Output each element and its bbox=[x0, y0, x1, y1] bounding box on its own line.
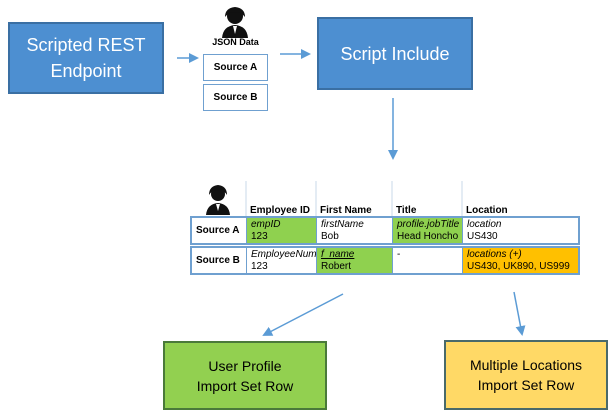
multi-locations-line-1: Multiple Locations bbox=[469, 357, 583, 373]
header-first-name: First Name bbox=[320, 205, 372, 216]
cell-a-title: profile.jobTitle Head Honcho bbox=[392, 218, 462, 243]
json-source-a: Source A bbox=[203, 54, 268, 81]
scripted-rest-endpoint-box: Scripted REST Endpoint bbox=[8, 22, 164, 94]
rest-endpoint-label: Scripted REST Endpoint bbox=[26, 35, 146, 81]
row-label-source-b: Source B bbox=[196, 255, 240, 266]
field-value: Head Honcho bbox=[397, 231, 459, 242]
cell-b-title: - bbox=[392, 248, 462, 273]
table-row-source-a bbox=[190, 216, 580, 245]
user-profile-line-1: User Profile bbox=[208, 357, 282, 374]
script-include-box: Script Include bbox=[317, 17, 473, 90]
user-profile-line-2: Import Set Row bbox=[196, 377, 294, 394]
table-row-source-b bbox=[190, 246, 580, 275]
script-include-label: Script Include bbox=[340, 43, 450, 64]
field-name: empID bbox=[251, 219, 281, 230]
field-value: 123 bbox=[251, 261, 268, 272]
field-name: firstName bbox=[321, 219, 364, 230]
cell-b-location: locations (+) US430, UK890, US999 bbox=[462, 248, 578, 273]
arrow-table-to-user-profile bbox=[262, 293, 344, 336]
cell-b-employee-id: EmployeeNum 123 bbox=[246, 248, 317, 273]
cell-b-first-name: f_name Robert bbox=[316, 248, 392, 273]
arrow-table-to-multi-locations bbox=[513, 291, 526, 336]
cell-a-employee-id: empID 123 bbox=[246, 218, 316, 243]
field-value: US430 bbox=[467, 231, 498, 242]
field-value: Robert bbox=[321, 261, 352, 272]
header-title: Title bbox=[396, 205, 417, 216]
field-name: f_name bbox=[321, 249, 355, 260]
multi-locations-line-2: Import Set Row bbox=[477, 377, 575, 393]
employee-mapping-table: Employee ID First Name Title Location So… bbox=[190, 181, 580, 281]
field-name: - bbox=[397, 249, 401, 260]
field-value: Bob bbox=[321, 231, 339, 242]
field-name: locations (+) bbox=[467, 249, 522, 260]
table-grid bbox=[245, 181, 463, 216]
header-location: Location bbox=[466, 205, 508, 216]
json-source-b: Source B bbox=[203, 84, 268, 111]
person-icon bbox=[222, 7, 248, 38]
field-value: 123 bbox=[251, 231, 268, 242]
cell-a-first-name: firstName Bob bbox=[316, 218, 392, 243]
field-name: EmployeeNum bbox=[251, 249, 317, 260]
user-profile-import-box: User Profile Import Set Row bbox=[163, 341, 327, 410]
cell-a-location: location US430 bbox=[462, 218, 578, 243]
field-name: location bbox=[467, 219, 502, 230]
person-icon bbox=[206, 185, 230, 215]
json-data-card: JSON Data Source A Source B bbox=[203, 4, 268, 111]
field-name: profile.jobTitle bbox=[397, 219, 460, 230]
header-employee-id: Employee ID bbox=[250, 205, 311, 216]
json-data-title: JSON Data bbox=[212, 37, 259, 47]
multiple-locations-import-box: Multiple Locations Import Set Row bbox=[444, 340, 608, 410]
row-label-source-a: Source A bbox=[196, 225, 240, 236]
field-value: US430, UK890, US999 bbox=[467, 261, 570, 272]
